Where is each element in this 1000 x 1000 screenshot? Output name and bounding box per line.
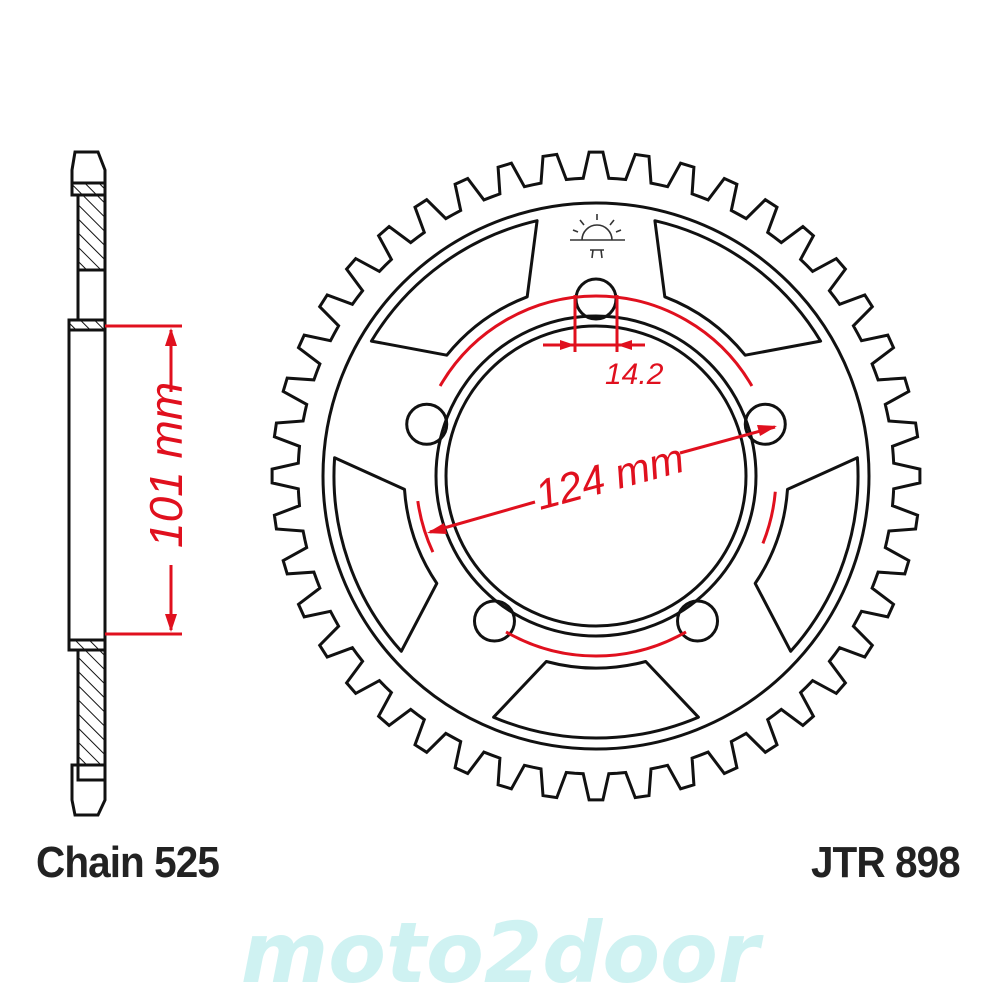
lightening-window <box>332 456 439 653</box>
lightening-window <box>653 219 823 357</box>
bore-dimension-label: 101 mm <box>140 382 192 548</box>
side-profile <box>67 150 107 817</box>
bolt-hole <box>472 599 516 643</box>
part-number-label: JTR 898 <box>811 838 961 887</box>
pcd-arc <box>416 500 435 553</box>
bolt-hole <box>676 599 720 643</box>
bore-outer-ring <box>434 314 758 638</box>
lightening-window <box>753 456 860 653</box>
bolt-hole-label: 14.2 <box>605 358 664 391</box>
lightening-window <box>369 219 539 357</box>
pcd-dimension <box>416 294 777 658</box>
pcd-arc <box>761 491 777 544</box>
sprocket-front-view <box>270 150 922 802</box>
lightening-window <box>492 660 700 740</box>
pcd-arc <box>438 294 754 387</box>
chain-label: Chain 525 <box>36 838 220 887</box>
sunrise-logo-icon <box>570 214 625 259</box>
pcd-label: 124 mm <box>530 434 689 519</box>
sprocket-teeth <box>270 150 922 802</box>
tooth-root-ring <box>321 201 871 751</box>
watermark: moto2door <box>241 904 764 1000</box>
bolt-hole <box>743 402 787 446</box>
pcd-arc <box>505 630 687 658</box>
bore-dimension <box>105 324 182 636</box>
bolt-hole <box>405 402 449 446</box>
bolt-hole <box>574 277 618 321</box>
bore-inner-ring <box>444 324 748 628</box>
